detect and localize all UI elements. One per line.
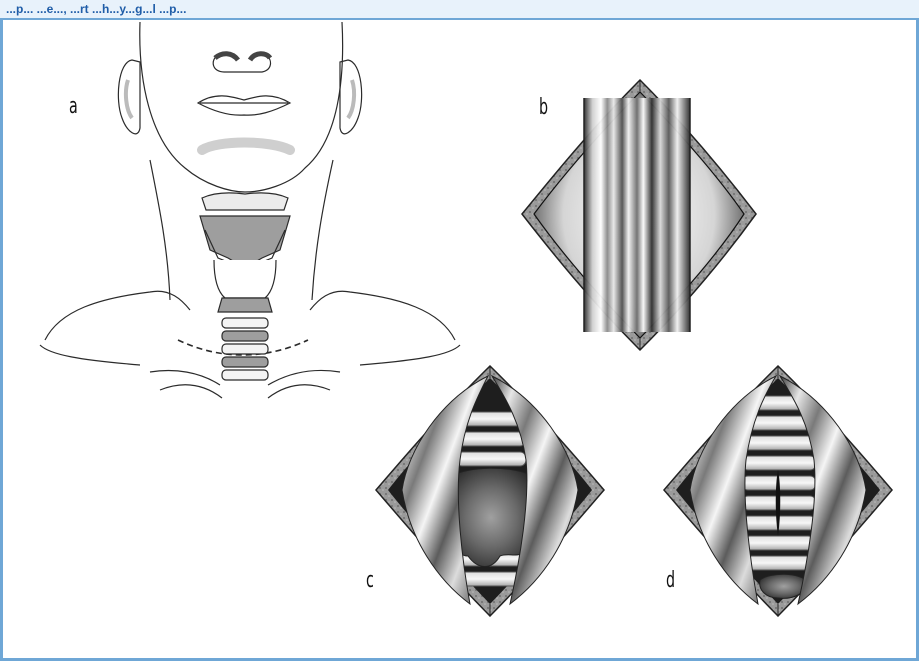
trachea-ring-4	[222, 357, 268, 367]
larynx-body	[214, 260, 276, 298]
shoulder-left	[45, 291, 190, 340]
neck-left	[150, 160, 170, 300]
cricoid-cartilage	[218, 298, 272, 312]
panel-label-d: d	[666, 568, 675, 593]
left-ear	[118, 60, 140, 134]
hyoid-bone	[202, 193, 288, 210]
trachea-ring-1	[222, 318, 268, 328]
panel-b-strap-muscle	[584, 98, 690, 332]
panel-d-tracheal-incision	[664, 366, 892, 616]
mouth	[198, 96, 290, 115]
trachea-ring-5	[222, 370, 268, 380]
right-ear	[340, 60, 362, 134]
larynx-trachea	[200, 193, 290, 380]
trachea-ring-2	[222, 331, 268, 341]
neck-right	[312, 160, 333, 300]
trachea-ring-3	[222, 344, 268, 354]
panel-b-strap-muscles	[522, 80, 756, 350]
panel-label-b: b	[539, 95, 548, 120]
nose	[213, 55, 270, 72]
panel-label-c: c	[366, 568, 374, 593]
chin-crease	[202, 143, 290, 151]
panel-c-tumor	[376, 366, 604, 616]
panel-label-a: a	[69, 94, 78, 119]
shoulder-right	[310, 291, 455, 340]
